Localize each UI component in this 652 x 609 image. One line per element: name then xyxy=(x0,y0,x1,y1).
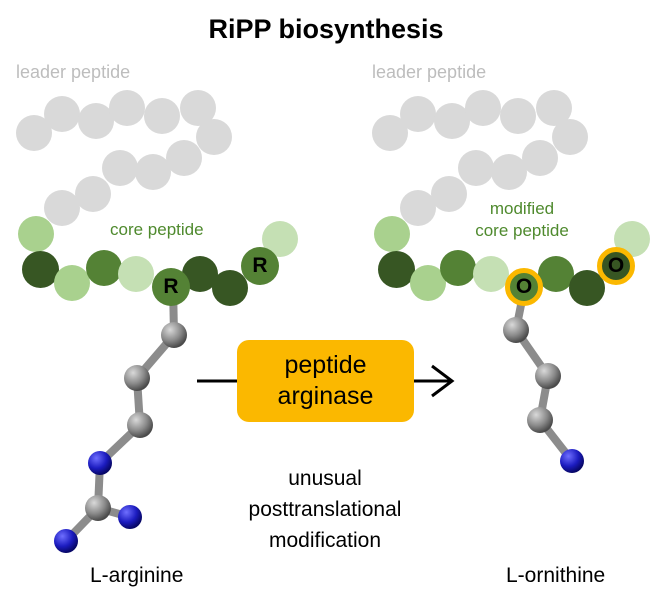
left-core-label: core peptide xyxy=(110,220,204,239)
enzyme-name-line1: peptide xyxy=(284,351,367,379)
enzyme-name-line2: arginase xyxy=(277,382,374,410)
leader-residue xyxy=(75,176,111,212)
core-residue xyxy=(18,216,54,252)
core-residue xyxy=(378,251,415,288)
caption-line3: modification xyxy=(268,529,382,552)
leader-residue xyxy=(44,190,80,226)
diagram-title: RiPP biosynthesis xyxy=(208,14,444,44)
core-residue xyxy=(54,265,90,301)
leader-residue xyxy=(458,150,494,186)
right-leader-label: leader peptide xyxy=(372,62,487,82)
leader-residue xyxy=(491,154,527,190)
arginine-residue: R xyxy=(241,247,279,285)
nitrogen-atom xyxy=(118,505,142,529)
leader-residue xyxy=(196,119,232,155)
leader-residue xyxy=(135,154,171,190)
core-residue xyxy=(212,270,248,306)
nitrogen-atom xyxy=(88,451,112,475)
nitrogen-atom xyxy=(54,529,78,553)
right-core-label-line1: modified xyxy=(489,199,555,218)
carbon-atom xyxy=(85,495,111,521)
leader-residue xyxy=(144,98,180,134)
leader-residue xyxy=(552,119,588,155)
leader-residue xyxy=(44,96,80,132)
leader-residue xyxy=(400,96,436,132)
leader-residue xyxy=(500,98,536,134)
leader-residue xyxy=(78,103,114,139)
nitrogen-atom xyxy=(560,449,584,473)
left-leader-label: leader peptide xyxy=(16,62,131,82)
arginine-residue: R xyxy=(152,268,190,306)
carbon-atom xyxy=(527,407,553,433)
leader-residue xyxy=(522,140,558,176)
modification-caption: unusual posttranslational modification xyxy=(215,463,435,556)
leader-residue xyxy=(400,190,436,226)
right-core-label: modified core peptide xyxy=(462,198,582,242)
leader-residue xyxy=(431,176,467,212)
leader-residue xyxy=(166,140,202,176)
leader-residue xyxy=(434,103,470,139)
carbon-atom xyxy=(503,317,529,343)
leader-residue xyxy=(109,90,145,126)
core-residue xyxy=(118,256,154,292)
core-residue xyxy=(22,251,59,288)
caption-line2: posttranslational xyxy=(248,498,402,521)
leader-residue xyxy=(102,150,138,186)
right-molecule-label: L-ornithine xyxy=(506,564,606,587)
core-residue xyxy=(473,256,509,292)
core-residue xyxy=(86,250,122,286)
ornithine-residue: O xyxy=(597,247,635,285)
carbon-atom xyxy=(161,322,187,348)
enzyme-box: peptide arginase xyxy=(237,340,414,422)
left-molecule-label: L-arginine xyxy=(90,564,184,587)
core-residue xyxy=(440,250,476,286)
carbon-atom xyxy=(127,412,153,438)
carbon-atom xyxy=(535,363,561,389)
core-residue xyxy=(538,256,574,292)
ornithine-residue: O xyxy=(505,268,543,306)
caption-line1: unusual xyxy=(288,467,362,490)
leader-residue xyxy=(465,90,501,126)
right-core-label-line2: core peptide xyxy=(475,221,569,240)
carbon-atom xyxy=(124,365,150,391)
core-residue xyxy=(374,216,410,252)
